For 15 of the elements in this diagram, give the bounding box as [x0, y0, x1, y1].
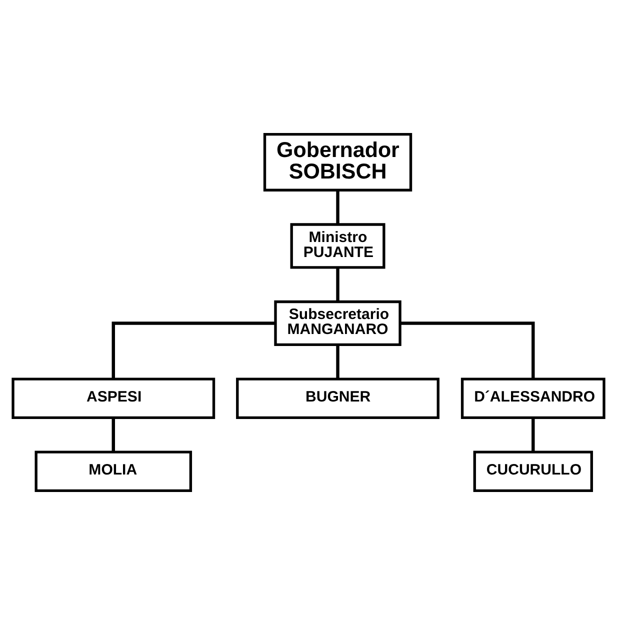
connector — [336, 267, 340, 302]
node-box: Subsecretario MANGANARO — [274, 300, 402, 346]
node-box: BUGNER — [236, 378, 440, 420]
node-box: D´ALESSANDRO — [460, 378, 606, 420]
node-box: Ministro PUJANTE — [290, 223, 386, 269]
node-box: ASPESI — [12, 378, 216, 420]
connector — [112, 418, 115, 452]
node-box: MOLIA — [34, 450, 192, 492]
connector — [400, 322, 535, 380]
node-box: CUCURULLO — [473, 450, 593, 492]
connector — [532, 418, 535, 452]
node-box: Gobernador SOBISCH — [263, 132, 412, 192]
connector — [112, 322, 276, 380]
connector — [336, 344, 340, 379]
connector — [336, 190, 340, 224]
